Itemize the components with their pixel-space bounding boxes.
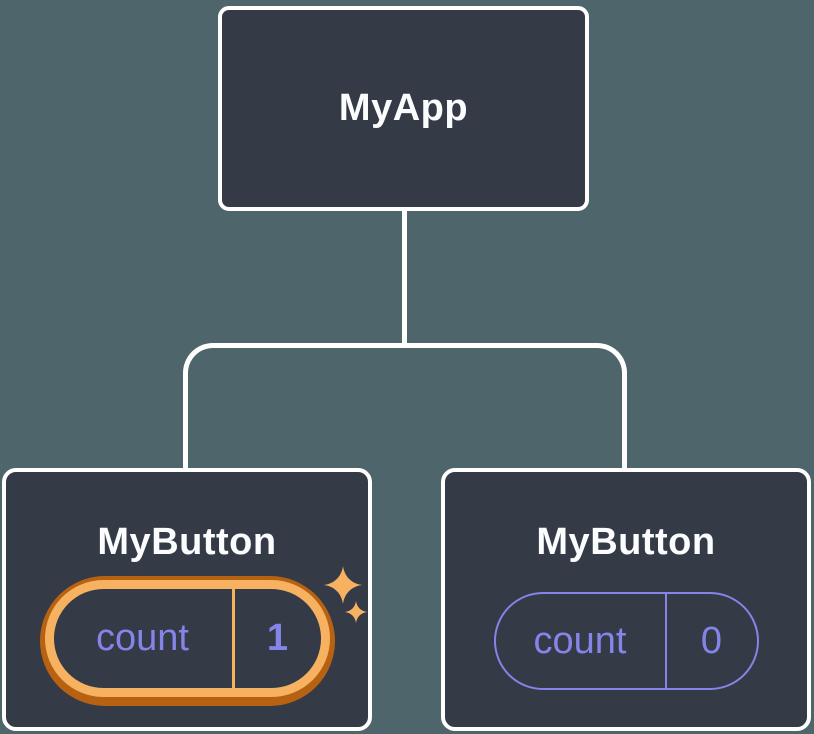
connector-root-stem bbox=[402, 208, 407, 346]
root-node-label: MyApp bbox=[338, 87, 469, 129]
state-pill-highlighted: count 1 bbox=[39, 576, 335, 706]
child-node-label: MyButton bbox=[97, 521, 277, 563]
connector-branch bbox=[183, 343, 627, 470]
state-pill-slot: count 0 bbox=[493, 576, 759, 706]
state-key-label: count bbox=[96, 617, 189, 659]
sparkles-icon bbox=[324, 566, 362, 604]
state-pill: count 0 bbox=[493, 592, 759, 690]
state-key-label: count bbox=[533, 619, 627, 662]
root-node-myapp: MyApp bbox=[218, 6, 589, 211]
child-node-mybutton-left: MyButton count 1 bbox=[2, 468, 372, 731]
state-pill-ring: count 1 bbox=[44, 580, 330, 697]
child-node-label: MyButton bbox=[536, 521, 716, 563]
state-pill-divider bbox=[664, 594, 667, 688]
state-pill-slot: count 1 bbox=[39, 576, 335, 706]
sparkle-icon bbox=[345, 601, 367, 623]
state-value: 1 bbox=[266, 617, 289, 659]
state-value: 0 bbox=[700, 619, 723, 662]
state-pill-divider bbox=[231, 589, 235, 688]
state-pill-body: count 1 bbox=[53, 589, 321, 688]
child-node-mybutton-right: MyButton count 0 bbox=[441, 468, 811, 731]
